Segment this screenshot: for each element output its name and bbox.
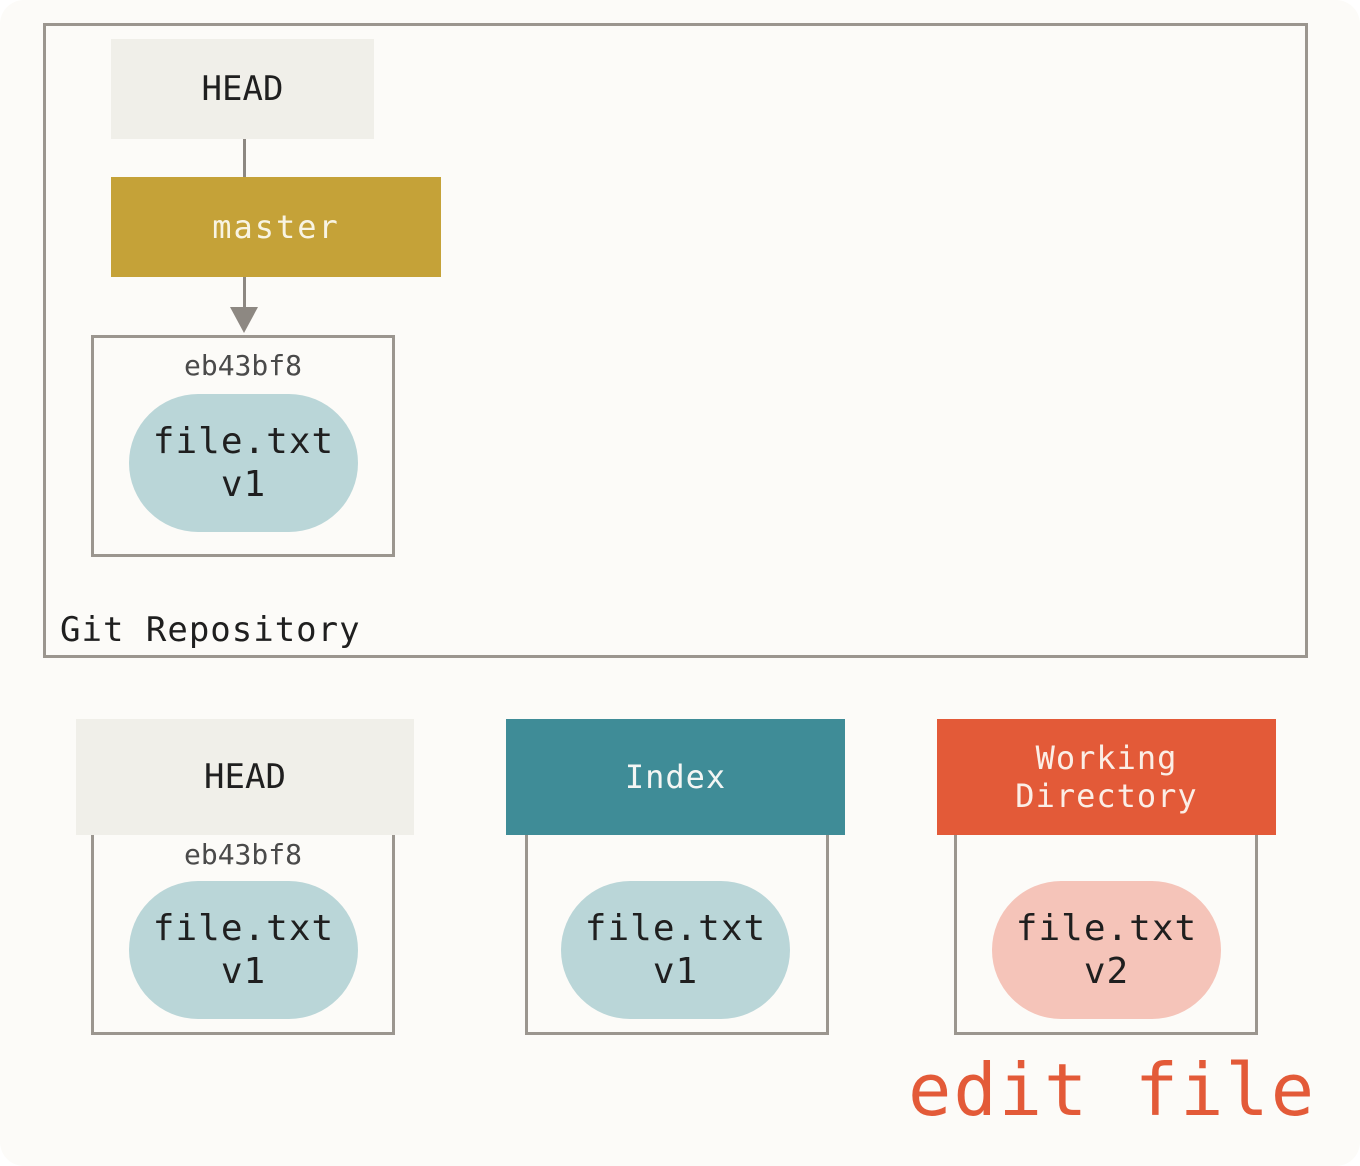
commit-file-version: v1 bbox=[220, 464, 267, 505]
commit-box bbox=[91, 335, 395, 557]
index-file-blob: file.txt v1 bbox=[561, 881, 790, 1019]
commit-sha: eb43bf8 bbox=[183, 349, 302, 382]
working-directory-title-line2: Directory bbox=[1015, 777, 1198, 815]
head-tree-file-version: v1 bbox=[220, 951, 267, 992]
commit-file-name: file.txt bbox=[152, 420, 335, 462]
git-repository-label: Git Repository bbox=[60, 610, 361, 650]
edit-file-action-label: edit file bbox=[908, 1048, 1317, 1132]
index-tree-frame bbox=[525, 835, 829, 1035]
working-directory-file-name: file.txt bbox=[1015, 907, 1198, 949]
head-tree-file-blob: file.txt v1 bbox=[129, 881, 358, 1019]
index-file-name: file.txt bbox=[584, 907, 767, 949]
commit-file-blob: file.txt v1 bbox=[129, 394, 358, 532]
working-directory-frame bbox=[954, 835, 1258, 1035]
head-tree-file-name: file.txt bbox=[152, 907, 335, 949]
working-directory-title-line1: Working bbox=[1035, 738, 1178, 777]
git-repository-frame bbox=[43, 23, 1308, 658]
working-directory-file-blob: file.txt v2 bbox=[992, 881, 1221, 1019]
branch-to-commit-arrow-head bbox=[230, 307, 258, 333]
master-branch-label: master bbox=[111, 177, 441, 277]
index-tree-header: Index bbox=[506, 719, 845, 835]
head-tree-header: HEAD bbox=[76, 719, 414, 835]
head-tree-sha: eb43bf8 bbox=[183, 838, 302, 871]
working-directory-file-version: v2 bbox=[1083, 951, 1130, 992]
head-to-branch-connector bbox=[243, 139, 246, 177]
repo-head-pointer: HEAD bbox=[111, 39, 374, 139]
branch-to-commit-arrow-shaft bbox=[243, 277, 246, 311]
index-file-version: v1 bbox=[652, 951, 699, 992]
working-directory-header: Working Directory bbox=[937, 719, 1276, 835]
head-tree-frame bbox=[91, 835, 395, 1035]
